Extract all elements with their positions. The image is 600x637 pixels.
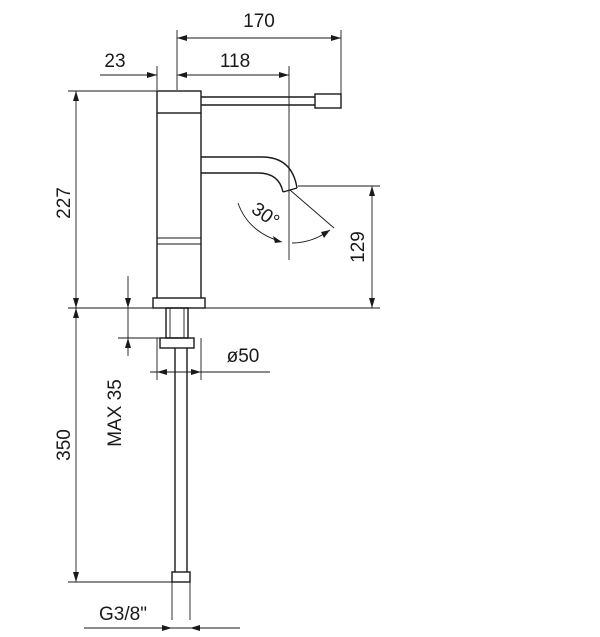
dimension-max-35: MAX 35 [105, 276, 160, 447]
dimension-227: 227 [54, 90, 157, 308]
dimension-thread-label: G3/8" [99, 604, 147, 625]
dimension-118-label: 118 [220, 51, 250, 72]
dimension-23-118: 23 118 [100, 51, 290, 260]
dimension-350-label: 350 [54, 429, 75, 461]
dimension-170-label: 170 [243, 11, 275, 32]
dimension-227-label: 227 [54, 187, 75, 219]
dimension-connection-thread: G3/8" [84, 604, 240, 631]
dimension-23-label: 23 [104, 51, 125, 72]
lever-handle [156, 90, 342, 114]
faucet-body [152, 113, 206, 349]
dimension-max-35-label: MAX 35 [105, 379, 126, 447]
dimension-diameter-50: ø50 [150, 338, 270, 380]
supply-hose [171, 348, 191, 620]
dimension-129-label: 129 [348, 231, 369, 263]
dimension-angle-label: 30° [247, 199, 283, 233]
dimension-angle-30: 30° [237, 189, 335, 244]
dimension-350: 350 [54, 308, 172, 583]
dimension-129: 129 [298, 185, 380, 308]
spout [201, 156, 298, 193]
dimension-diameter-label: ø50 [227, 346, 260, 367]
dimension-170: 170 [176, 11, 342, 94]
